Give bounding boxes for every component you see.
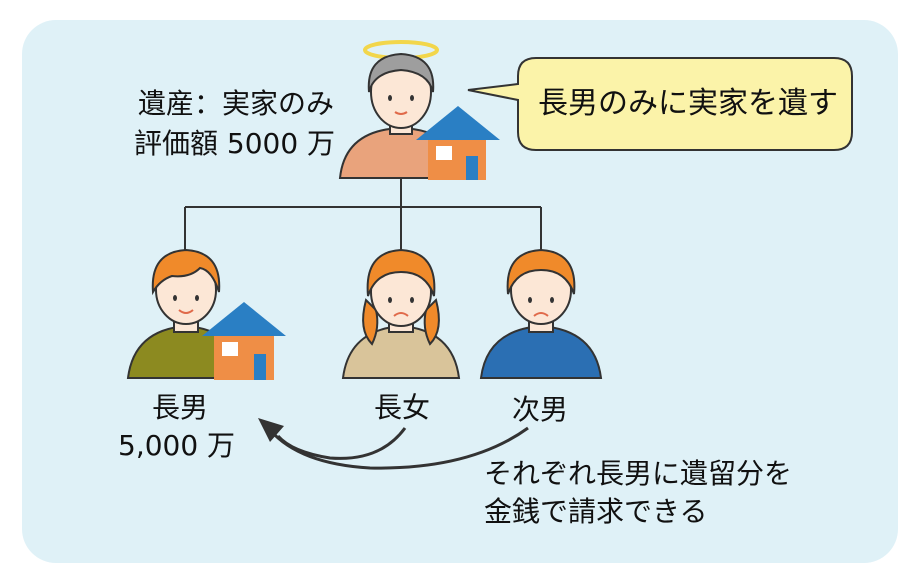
eldest-daughter-figure — [341, 248, 461, 379]
eldest-daughter-label: 長女 — [374, 391, 431, 424]
second-son-figure — [479, 248, 603, 379]
second-son-label: 次男 — [512, 393, 569, 426]
speech-text: 長男のみに実家を遺す — [538, 86, 838, 121]
claim-note-line-1: それぞれ長男に遺留分を — [484, 457, 793, 490]
house-icon — [416, 106, 500, 180]
eldest-son-label: 長男 — [152, 391, 209, 424]
claim-note-line-2: 金銭で請求できる — [484, 495, 708, 528]
estate-line-1: 遺産：実家のみ — [138, 87, 335, 120]
speech-bubble — [467, 57, 853, 151]
house-icon — [202, 302, 286, 380]
arrow-icon — [268, 426, 529, 470]
family-tree-lines — [184, 178, 542, 250]
arrow-head — [258, 418, 284, 442]
eldest-son-amount: 5,000 万 — [118, 429, 236, 462]
estate-line-2: 評価額 5000 万 — [134, 127, 336, 160]
